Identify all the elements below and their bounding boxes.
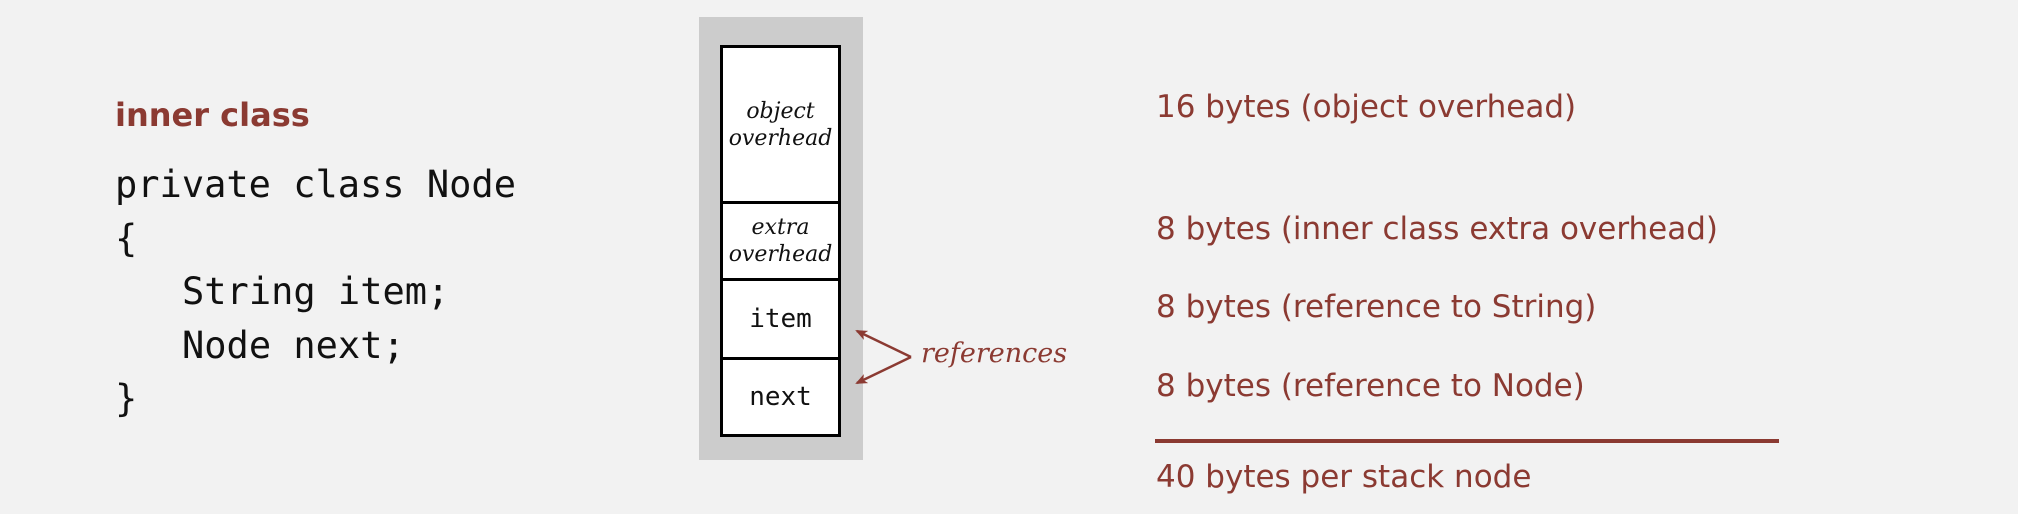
next-reference-description: 8 bytes (reference to Node) bbox=[1156, 368, 1585, 404]
object-overhead-label-line1: object bbox=[746, 98, 815, 124]
references-label: references bbox=[921, 338, 1068, 369]
cell-divider bbox=[723, 357, 838, 360]
code-block: private class Node { String item; Node n… bbox=[115, 158, 516, 426]
item-reference-description: 8 bytes (reference to String) bbox=[1156, 289, 1597, 325]
extra-overhead-description: 8 bytes (inner class extra overhead) bbox=[1156, 211, 1719, 247]
total-rule bbox=[1155, 439, 1779, 443]
node-object-box: object overhead extra overhead item next bbox=[720, 45, 841, 437]
code-line: String item; bbox=[182, 270, 450, 313]
reference-arrow-next bbox=[855, 355, 912, 385]
item-field-cell: item bbox=[749, 304, 812, 334]
next-field-cell: next bbox=[749, 382, 812, 412]
code-line: private class Node bbox=[115, 163, 516, 206]
object-overhead-description: 16 bytes (object overhead) bbox=[1156, 89, 1577, 125]
extra-overhead-cell: extra overhead bbox=[723, 204, 838, 278]
code-line: Node next; bbox=[182, 323, 405, 367]
object-overhead-cell: object overhead bbox=[723, 48, 838, 201]
inner-class-heading: inner class bbox=[115, 96, 310, 134]
code-line: { bbox=[115, 216, 138, 260]
object-overhead-label-line2: overhead bbox=[728, 125, 833, 151]
reference-arrow-item bbox=[855, 329, 912, 359]
total-bytes-label: 40 bytes per stack node bbox=[1156, 459, 1532, 495]
cell-divider bbox=[723, 201, 838, 204]
extra-overhead-label-line2: overhead bbox=[728, 242, 833, 267]
code-line: } bbox=[115, 377, 138, 420]
cell-divider bbox=[723, 278, 838, 281]
extra-overhead-label-line1: extra bbox=[751, 215, 810, 240]
